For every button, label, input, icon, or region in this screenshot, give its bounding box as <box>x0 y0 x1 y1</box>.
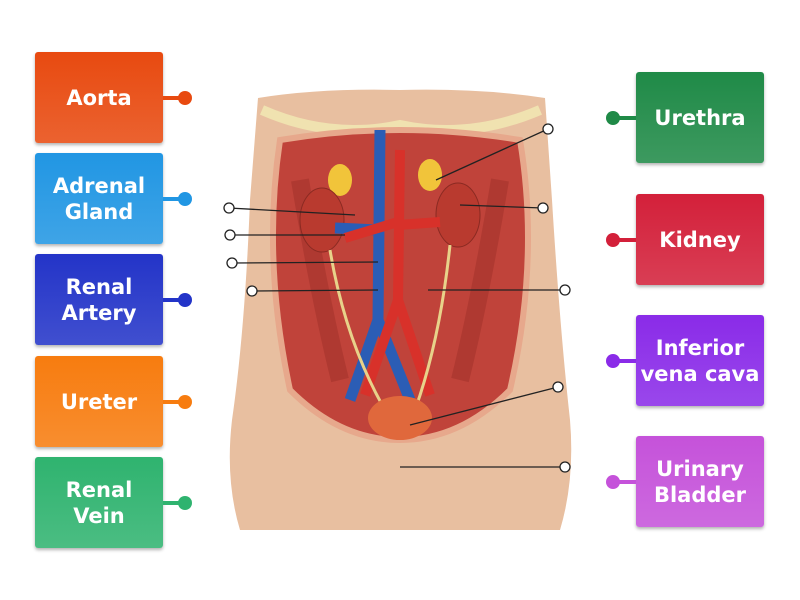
drop-target[interactable] <box>559 461 571 473</box>
ribs <box>259 105 542 135</box>
drop-target[interactable] <box>559 284 571 296</box>
adrenal-gland-left <box>328 164 352 196</box>
label-connector <box>163 298 181 302</box>
label-card[interactable]: Urinary Bladder <box>636 436 764 527</box>
label-card[interactable]: Urethra <box>636 72 764 163</box>
label-connector <box>163 501 181 505</box>
label-connector <box>618 238 636 242</box>
drop-target[interactable] <box>224 229 236 241</box>
connector-dot <box>178 293 192 307</box>
connector-dot <box>606 111 620 125</box>
connector-dot <box>178 395 192 409</box>
label-connector <box>163 96 181 100</box>
label-connector <box>163 400 181 404</box>
label-connector <box>618 116 636 120</box>
aorta-vessel <box>343 149 441 397</box>
connector-dot <box>606 233 620 247</box>
kidney-right <box>435 182 481 248</box>
kidney-left <box>299 187 345 253</box>
drop-target[interactable] <box>537 202 549 214</box>
drop-target[interactable] <box>552 381 564 393</box>
label-connector <box>618 359 636 363</box>
drop-target[interactable] <box>542 123 554 135</box>
label-card[interactable]: Renal Vein <box>35 457 163 548</box>
label-card[interactable]: Kidney <box>636 194 764 285</box>
connector-dot <box>606 354 620 368</box>
label-card[interactable]: Adrenal Gland <box>35 153 163 244</box>
label-connector <box>618 480 636 484</box>
adrenal-gland-right <box>418 159 442 191</box>
label-card[interactable]: Ureter <box>35 356 163 447</box>
drop-target[interactable] <box>246 285 258 297</box>
drop-target[interactable] <box>223 202 235 214</box>
bladder <box>368 396 432 440</box>
connector-dot <box>178 192 192 206</box>
connector-dot <box>178 91 192 105</box>
label-card[interactable]: Inferior vena cava <box>636 315 764 406</box>
label-card[interactable]: Aorta <box>35 52 163 143</box>
connector-dot <box>178 496 192 510</box>
connector-dot <box>606 475 620 489</box>
label-card[interactable]: Renal Artery <box>35 254 163 345</box>
drop-target[interactable] <box>226 257 238 269</box>
ureters <box>328 244 452 411</box>
label-connector <box>163 197 181 201</box>
